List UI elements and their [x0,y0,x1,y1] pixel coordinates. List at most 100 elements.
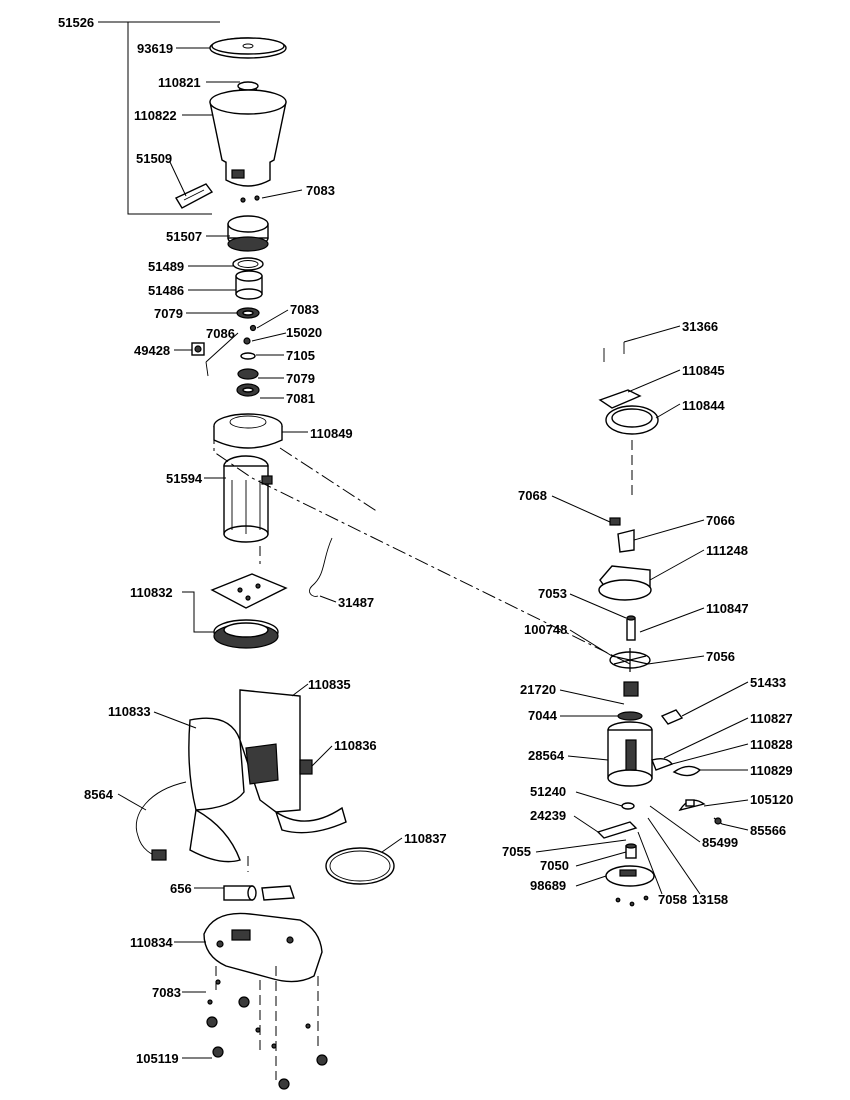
ring-hole [242,387,254,393]
label-28564: 28564 [528,748,565,763]
part-31366 [603,342,625,362]
label-110834: 110834 [130,935,173,950]
label-8564: 8564 [84,787,114,802]
label-85499: 85499 [702,835,738,850]
part-110835-shell [239,689,347,834]
label-105119: 105119 [136,1051,179,1066]
label-51594: 51594 [166,471,203,486]
label-7081: 7081 [286,391,315,406]
screw-b [629,901,635,907]
label-51240: 51240 [530,784,566,799]
label-98689: 98689 [530,878,566,893]
part-7083-screw [254,195,260,201]
right-assembly [596,342,723,907]
part-110822-hopper [209,89,287,187]
label-110833: 110833 [108,704,151,719]
label-51507: 51507 [166,229,202,244]
part-21720-spring [623,681,639,697]
part-110834-base [203,912,323,983]
label-7050: 7050 [540,858,569,873]
label-110822: 110822 [134,108,177,123]
part-93619-lid [209,37,287,59]
screw-head [714,817,722,825]
label-49428: 49428 [134,343,170,358]
part-110849-housing [213,413,283,449]
part-51486 [235,270,263,300]
part-51509 [175,183,214,209]
label-656: 656 [170,881,192,896]
label-7083-mid: 7083 [290,302,319,317]
part-7068 [609,517,621,526]
label-110832: 110832 [130,585,173,600]
left-assembly [98,21,395,1090]
part-110836 [299,759,313,775]
feet-105119 [206,996,328,1090]
screw-c [643,895,649,901]
centerline-b [213,430,631,665]
part-24239 [596,821,638,839]
label-24239: 24239 [530,808,566,823]
part-110845 [598,389,642,409]
part-15020 [243,337,251,345]
screws-7083 [207,979,311,1049]
part-7044 [617,711,643,721]
label-7053: 7053 [538,586,567,601]
part-7105 [240,352,256,360]
label-7044: 7044 [528,708,558,723]
label-85566: 85566 [750,823,786,838]
part-656 [223,885,257,901]
bearing-hole [242,310,254,316]
part-110828 [651,757,674,771]
label-110827: 110827 [750,711,793,726]
part-7050 [625,843,637,859]
label-7105: 7105 [286,348,315,363]
label-110837: 110837 [404,831,447,846]
label-7066: 7066 [706,513,735,528]
part-105120-dome [678,799,706,812]
label-110835: 110835 [308,677,351,692]
label-31487: 31487 [338,595,374,610]
part-28564-body [607,721,653,787]
label-7058: 7058 [658,892,687,907]
label-13158: 13158 [692,892,728,907]
part-51240 [621,802,635,810]
part-111248-tray [598,565,652,601]
label-110845: 110845 [682,363,725,378]
label-51526: 51526 [58,15,94,30]
label-7068: 7068 [518,488,547,503]
part-110837-belt [325,847,395,885]
part-98689-disk [605,865,655,887]
label-110844: 110844 [682,398,725,413]
part-110832-plate [210,573,288,609]
label-21720: 21720 [520,682,556,697]
part-49428 [191,342,205,356]
part-110832-ring [213,619,279,649]
label-51509: 51509 [136,151,172,166]
bracket-plate [261,885,295,901]
part-110844-cover [605,405,659,435]
screw-a [615,897,621,903]
part-51433 [660,709,684,725]
part-110833-shell [188,717,245,863]
centerline-base [215,856,319,1080]
part-31487-wire [309,537,333,597]
plug [151,849,167,861]
label-110828: 110828 [750,737,793,752]
part-110829 [672,765,702,777]
label-31366: 31366 [682,319,718,334]
part-100748-impeller [609,648,651,672]
label-110847: 110847 [706,601,749,616]
label-51489: 51489 [148,259,184,274]
part-51489-ring [232,257,264,271]
label-110849: 110849 [310,426,353,441]
label-111248: 111248 [706,543,748,558]
part-8564-cord [135,781,187,859]
label-100748: 100748 [524,622,567,637]
label-7086: 7086 [206,326,235,341]
label-93619: 93619 [137,41,173,56]
label-110836: 110836 [334,738,377,753]
leader-lines [117,47,749,1059]
label-51433: 51433 [750,675,786,690]
part-7079-lower [237,368,259,380]
